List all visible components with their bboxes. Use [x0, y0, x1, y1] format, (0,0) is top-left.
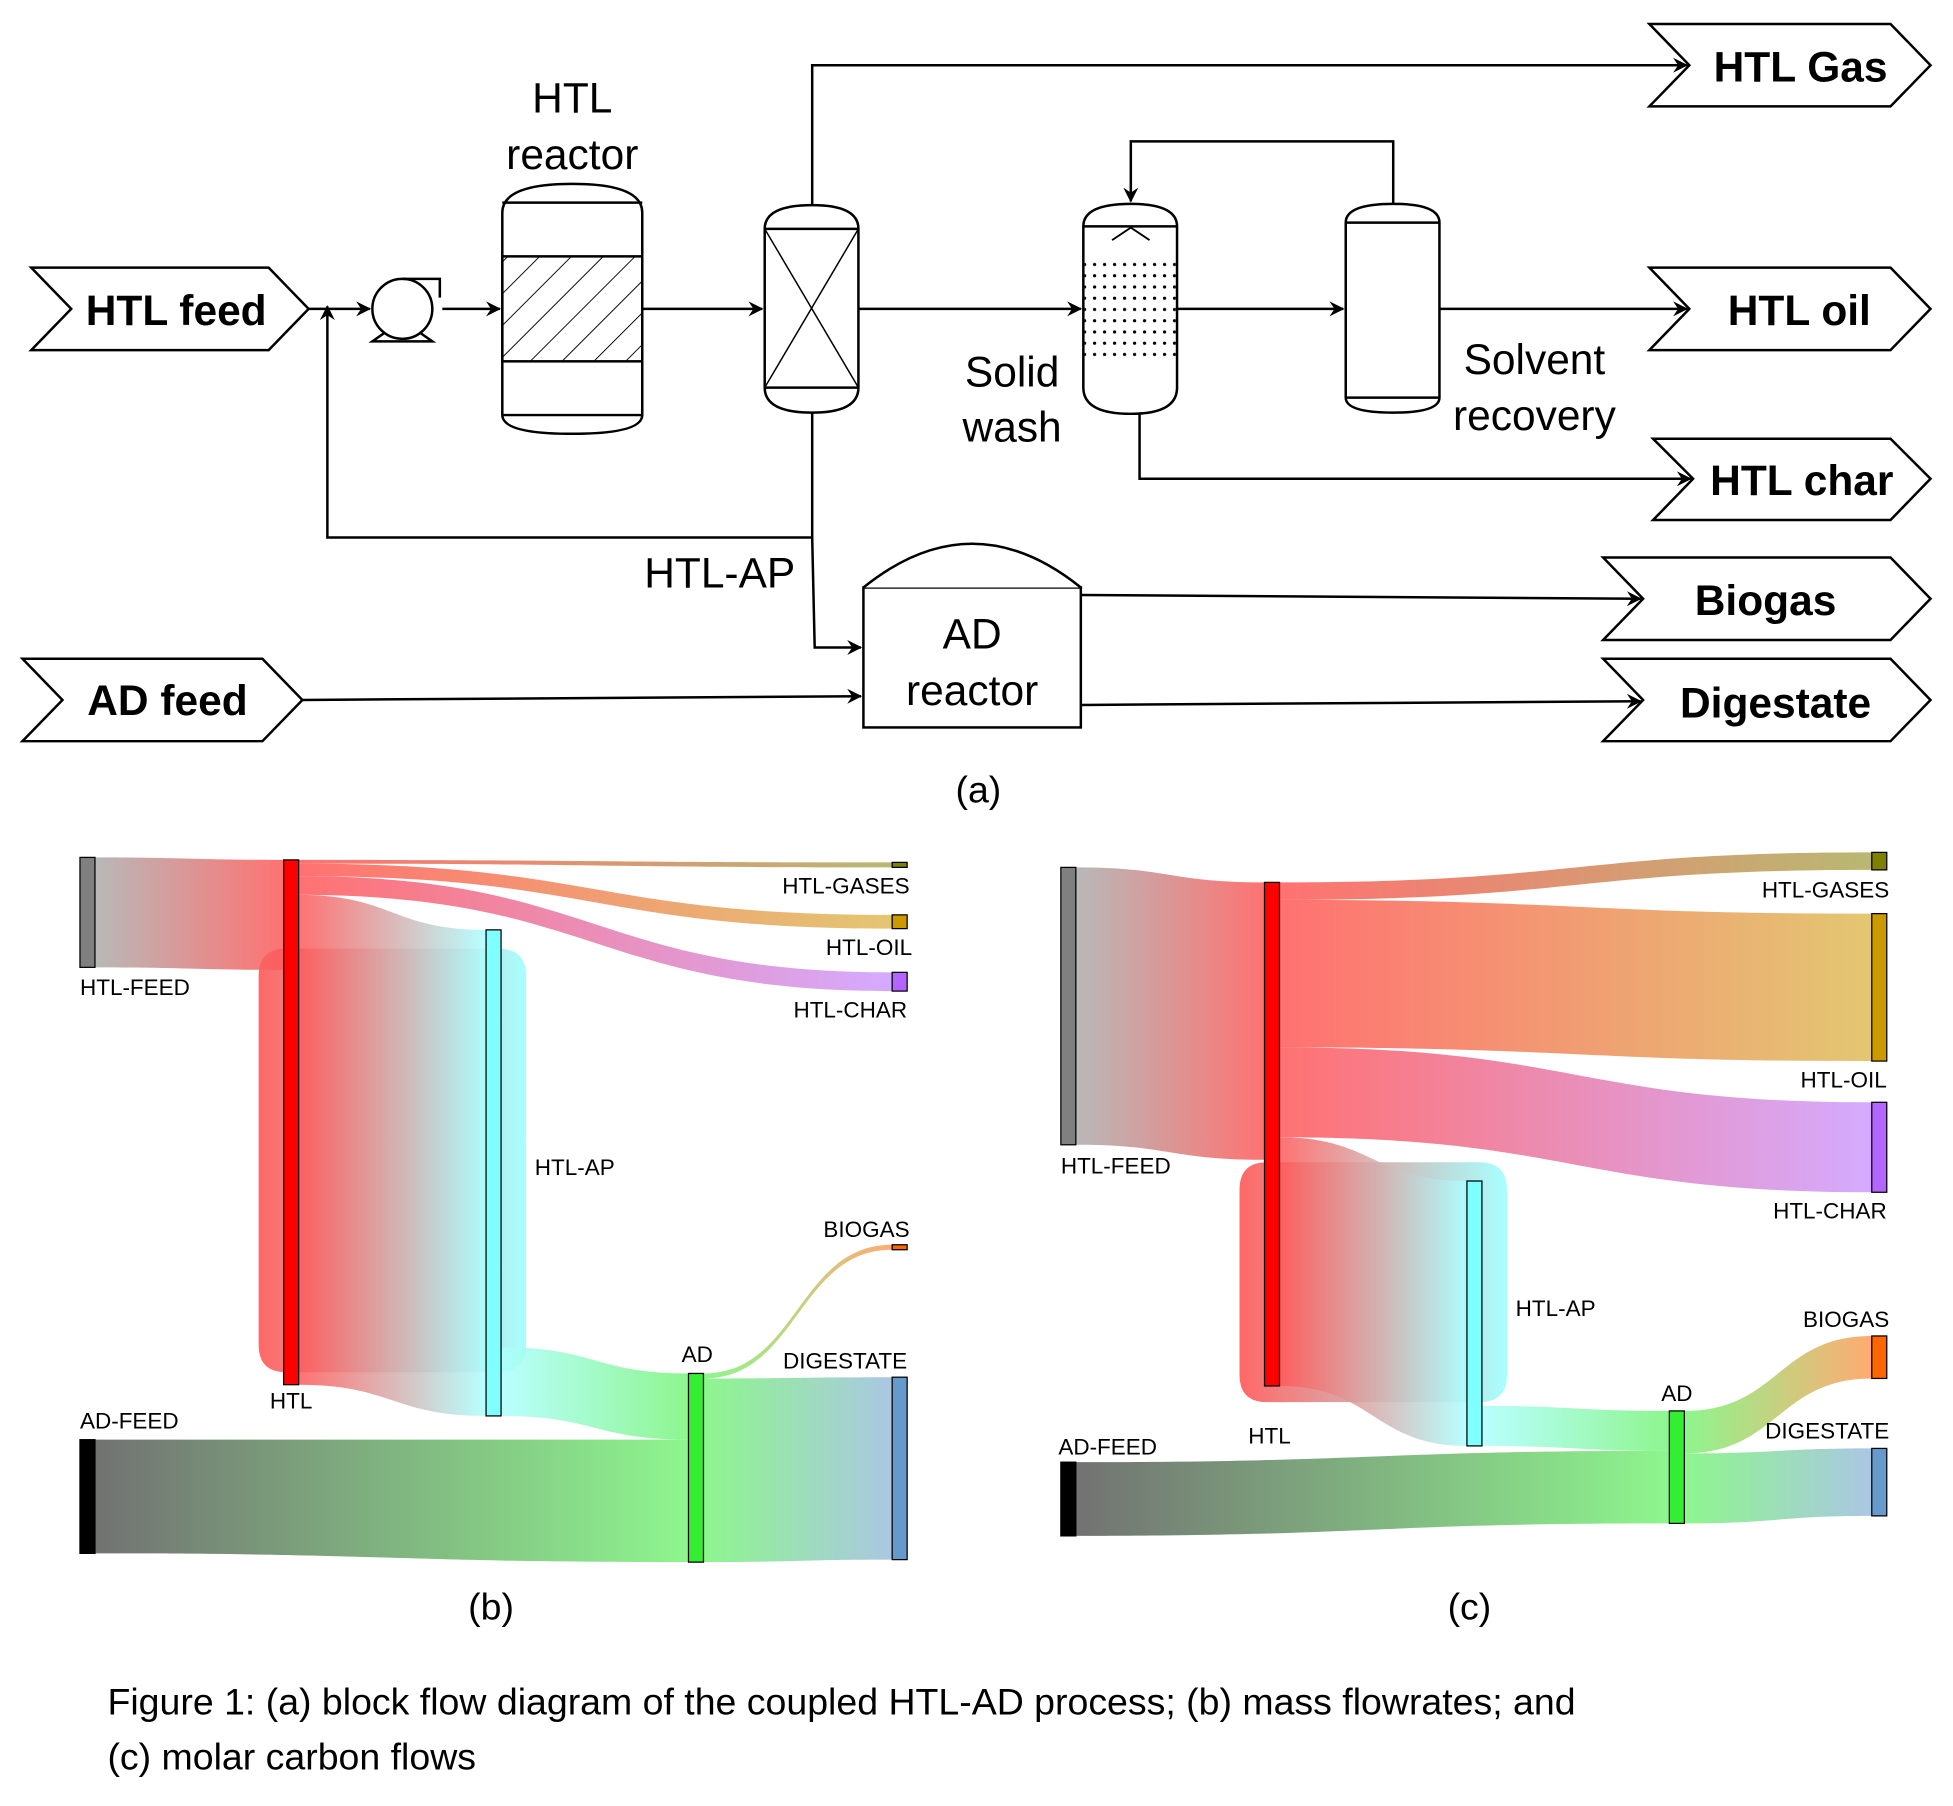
label-digestate: Digestate: [1680, 680, 1871, 727]
label-ad-reactor-1: AD: [943, 612, 1002, 659]
ad-reactor: [862, 542, 1083, 729]
node-htl: [1263, 881, 1281, 1387]
node-label-htl-feed: HTL-FEED: [80, 975, 190, 1000]
link-ad-to-biogas: [703, 1244, 893, 1379]
node-ad: [1668, 1410, 1685, 1525]
node-label-htl-char: HTL-CHAR: [793, 997, 907, 1022]
node-ad-feed: [79, 1439, 96, 1554]
panel-label-b: (b): [468, 1586, 514, 1628]
node-htl-char: [1871, 1101, 1888, 1193]
node-htl-ap: [485, 929, 502, 1417]
caption-line-1: Figure 1: (a) block flow diagram of the …: [107, 1681, 1575, 1723]
node-label-ad-feed: AD-FEED: [1058, 1435, 1157, 1460]
link-htl-to-htl-ap: [298, 894, 487, 1416]
sankey-mass-flowrates: HTL-FEED HTL HTL-GASES HTL-OIL HTL-CHAR HTL-A…: [79, 856, 912, 1563]
stream-htl-oil: [1646, 266, 1933, 352]
htl-reactor: [501, 182, 644, 436]
node-htl-gases: [1871, 851, 1888, 871]
link-htl-to-htl-ap: [1279, 1137, 1467, 1446]
link-ad-feed-to-ad: [94, 1439, 689, 1563]
node-label-htl-gases: HTL-GASES: [1762, 877, 1889, 902]
link-htl-to-htl-oil: [1279, 899, 1872, 1062]
node-htl-ap: [1466, 1180, 1483, 1447]
link-htl-ap-to-ad: [1481, 1405, 1670, 1451]
sankey-molar-carbon-flows: HTL-FEED HTL HTL-GASES HTL-OIL HTL-CHAR HTL-A…: [1058, 851, 1889, 1537]
node-label-ad: AD: [1661, 1381, 1692, 1406]
node-label-htl-feed: HTL-FEED: [1061, 1154, 1171, 1179]
node-htl: [283, 859, 300, 1386]
stream-htl-feed: [28, 266, 311, 352]
link-htl-to-htl-char: [1279, 1047, 1872, 1193]
node-ad: [687, 1372, 705, 1563]
link-ad-feed-to-ad: [1075, 1450, 1670, 1536]
link-htl-ap-to-ad: [501, 1347, 689, 1440]
link-htl-feed-to-htl: [1075, 867, 1265, 1160]
link-htl-to-htl-char: [298, 876, 893, 992]
node-digestate: [891, 1376, 908, 1561]
label-biogas: Biogas: [1695, 578, 1837, 625]
node-htl-gases: [891, 861, 908, 869]
label-htl-reactor-2: reactor: [506, 132, 638, 179]
link-ad-to-digestate: [1684, 1448, 1872, 1524]
node-htl-oil: [891, 914, 908, 930]
link-htl-to-htl-gases: [1279, 852, 1872, 900]
node-label-ad: AD: [682, 1342, 713, 1367]
stream-ad-feed: [19, 657, 305, 743]
stream-htl-char: [1650, 437, 1933, 522]
label-htl-gas: HTL Gas: [1714, 44, 1888, 91]
solvent-recovery-column: [1344, 202, 1441, 414]
label-htl-reactor-1: HTL: [532, 76, 612, 123]
node-label-digestate: DIGESTATE: [1765, 1418, 1889, 1443]
stream-htl-gas: [1646, 22, 1933, 108]
label-solid-wash-2: wash: [962, 404, 1062, 451]
node-label-digestate: DIGESTATE: [783, 1348, 907, 1373]
node-label-htl: HTL: [270, 1388, 312, 1413]
node-label-htl-oil: HTL-OIL: [1801, 1067, 1887, 1092]
link-ad-to-digestate: [703, 1377, 893, 1563]
node-label-biogas: BIOGAS: [823, 1217, 909, 1242]
node-biogas: [1871, 1335, 1888, 1380]
node-ad-feed: [1060, 1461, 1077, 1537]
label-htl-char: HTL char: [1710, 458, 1893, 505]
node-label-htl: HTL: [1248, 1423, 1290, 1448]
node-label-ad-feed: AD-FEED: [80, 1408, 179, 1433]
link-htl-to-htl-gases: [298, 859, 893, 868]
label-htl-oil: HTL oil: [1728, 288, 1871, 335]
link-htl-to-htl-oil: [298, 863, 893, 929]
label-htl-ap: HTL-AP: [644, 550, 795, 597]
link-htl-feed-to-htl: [94, 857, 284, 970]
flash-separator: [763, 203, 860, 414]
link-ad-to-biogas: [1684, 1335, 1872, 1454]
node-label-htl-oil: HTL-OIL: [826, 935, 912, 960]
node-biogas: [891, 1244, 908, 1251]
pump-icon: [368, 277, 442, 343]
panel-label-c: (c): [1448, 1586, 1492, 1628]
stream-biogas: [1600, 556, 1933, 642]
label-htl-feed: HTL feed: [86, 288, 267, 335]
label-solvent-recovery-1: Solvent: [1464, 337, 1606, 384]
label-solid-wash-1: Solid: [965, 349, 1059, 396]
label-ad-feed: AD feed: [87, 678, 247, 725]
node-label-htl-char: HTL-CHAR: [1773, 1199, 1887, 1224]
block-flow-diagram: [19, 22, 1933, 743]
node-htl-char: [891, 971, 908, 992]
node-digestate: [1871, 1447, 1888, 1517]
panel-label-a: (a): [955, 768, 1001, 810]
node-label-htl-ap: HTL-AP: [535, 1155, 615, 1180]
node-htl-feed: [79, 856, 96, 968]
stream-digestate: [1600, 657, 1933, 743]
label-ad-reactor-2: reactor: [906, 668, 1038, 715]
solid-wash-column: [1082, 202, 1179, 416]
node-htl-feed: [1060, 866, 1077, 1146]
node-label-htl-ap: HTL-AP: [1516, 1296, 1596, 1321]
caption-line-2: (c) molar carbon flows: [107, 1736, 476, 1778]
node-label-htl-gases: HTL-GASES: [782, 874, 909, 899]
node-htl-oil: [1871, 912, 1888, 1062]
node-label-biogas: BIOGAS: [1803, 1307, 1889, 1332]
label-solvent-recovery-2: recovery: [1453, 393, 1617, 440]
block-labels: HTL feed AD feed HTL Gas HTL oil HTL cha…: [86, 44, 1894, 810]
